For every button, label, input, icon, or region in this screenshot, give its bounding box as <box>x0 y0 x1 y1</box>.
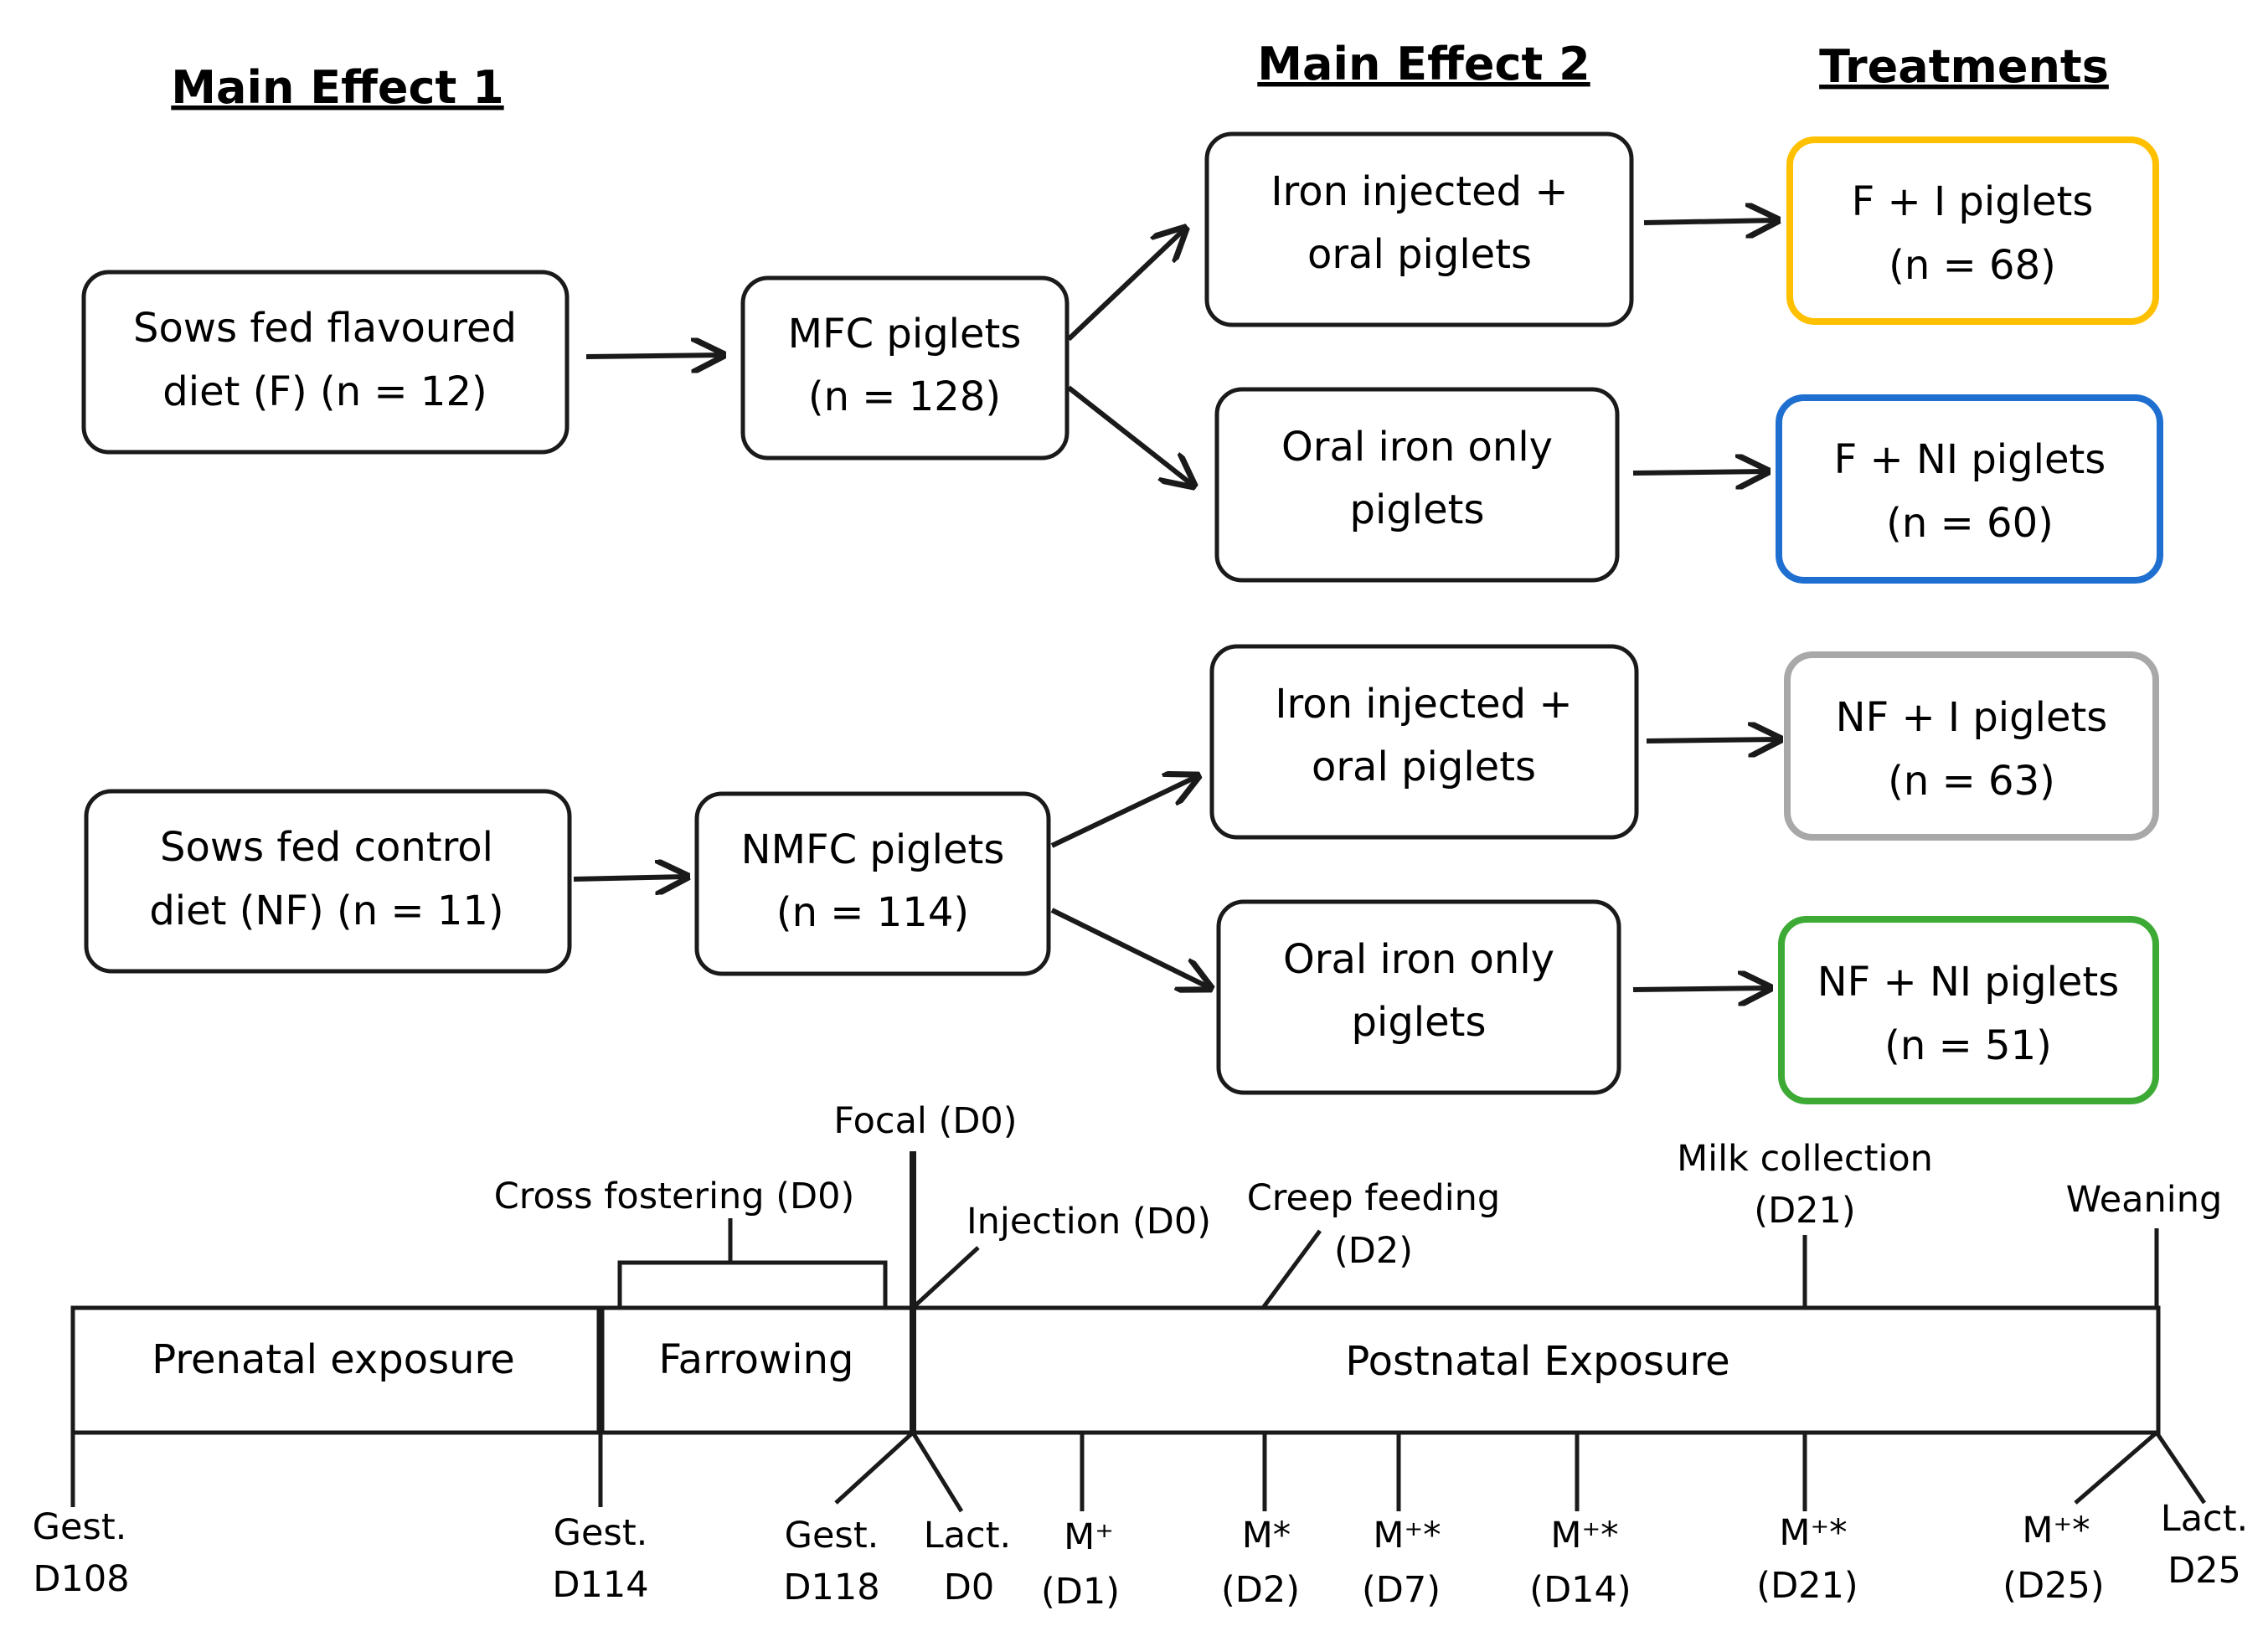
iron-box-f-injected: Iron injected + oral piglets <box>1204 131 1634 327</box>
treatment-box-line2: (n = 68) <box>1889 242 2056 289</box>
treatment-box-line1: NF + I piglets <box>1836 694 2108 741</box>
tick-label: M* <box>1242 1515 1291 1557</box>
litter-box-line2: (n = 114) <box>776 889 969 936</box>
treatment-box-f-ni: F + NI piglets (n = 60) <box>1776 394 2163 584</box>
timeline-bar <box>70 1305 2161 1435</box>
tick-label: M⁺* <box>2022 1510 2090 1551</box>
main-effect-1-header: Main Effect 1 <box>171 61 503 114</box>
iron-box-f-oral: Oral iron only piglets <box>1214 387 1620 583</box>
treatment-box-line1: F + I piglets <box>1852 178 2094 225</box>
tick <box>2074 1431 2158 1505</box>
event-creep-feeding: Creep feeding <box>1247 1177 1500 1219</box>
tick-label: D108 <box>33 1558 129 1600</box>
iron-box-line2: piglets <box>1352 999 1487 1046</box>
tick-label: D0 <box>944 1567 994 1608</box>
tick-label: M⁺* <box>1550 1515 1618 1557</box>
event-cross-fostering: Cross fostering (D0) <box>494 1176 855 1217</box>
sow-box-line2: diet (F) (n = 12) <box>162 368 487 415</box>
treatment-box-line1: F + NI piglets <box>1834 436 2106 483</box>
arrow <box>1067 385 1193 486</box>
treatment-box-line2: (n = 63) <box>1888 758 2055 805</box>
iron-box-nf-injected: Iron injected + oral piglets <box>1209 644 1639 840</box>
arrow <box>1632 988 1770 990</box>
iron-box-line2: oral piglets <box>1312 744 1536 790</box>
sow-box-control: Sows fed control diet (NF) (n = 11) <box>84 789 572 974</box>
main-effect-2-header: Main Effect 2 <box>1257 38 1590 90</box>
creep-feeding-pointer <box>1260 1229 1322 1310</box>
treatment-box-line2: (n = 60) <box>1886 500 2054 547</box>
arrow <box>1646 739 1780 741</box>
tick-label: D118 <box>783 1567 879 1608</box>
tick <box>2154 1431 2207 1505</box>
arrow <box>585 355 723 357</box>
litter-box-mfc: MFC piglets (n = 128) <box>740 275 1070 461</box>
sow-box-line1: Sows fed flavoured <box>133 305 517 352</box>
tick <box>910 1431 964 1513</box>
event-weaning: Weaning <box>2066 1179 2223 1221</box>
tick <box>834 1431 915 1505</box>
tick-label: M⁺ <box>1064 1516 1114 1558</box>
tick-label: Lact. <box>2161 1498 2248 1540</box>
tick-label: Gest. <box>554 1512 648 1554</box>
event-creep-feeding-day: (D2) <box>1334 1230 1413 1272</box>
phase-postnatal: Postnatal Exposure <box>1345 1338 1729 1385</box>
treatment-box-line2: (n = 51) <box>1884 1022 2052 1069</box>
tick-label: (D21) <box>1756 1565 1858 1607</box>
arrow <box>1050 908 1210 988</box>
tick-label: M⁺* <box>1779 1512 1847 1554</box>
cross-fostering-bracket <box>617 1260 888 1308</box>
iron-box-line2: piglets <box>1350 486 1485 533</box>
event-focal: Focal (D0) <box>833 1100 1017 1142</box>
phase-farrowing: Farrowing <box>658 1336 853 1383</box>
flow-arrows <box>573 220 1780 990</box>
tick-label: M⁺* <box>1373 1515 1441 1557</box>
tick-label: (D7) <box>1362 1569 1441 1611</box>
tick-labels: Gest. D108 Gest. D114 Gest. D118 Lact. D… <box>33 1498 2249 1613</box>
arrow <box>1643 220 1777 223</box>
iron-box-nf-oral: Oral iron only piglets <box>1216 899 1621 1095</box>
iron-box-line1: Iron injected + <box>1275 681 1572 728</box>
event-milk-collection: Milk collection <box>1677 1138 1933 1180</box>
sow-box-line1: Sows fed control <box>160 824 493 871</box>
tick-label: Gest. <box>33 1506 127 1548</box>
iron-box-line1: Oral iron only <box>1283 936 1554 983</box>
treatment-box-f-i: F + I piglets (n = 68) <box>1786 136 2159 325</box>
tick-label: (D1) <box>1041 1571 1120 1613</box>
tick-label: (D25) <box>2003 1565 2104 1607</box>
litter-box-line1: MFC piglets <box>788 311 1022 358</box>
treatment-box-line1: NF + NI piglets <box>1817 959 2120 1006</box>
tick-label: Gest. <box>785 1515 879 1557</box>
tick-label: Lact. <box>924 1515 1011 1557</box>
timeline <box>70 1151 2207 1513</box>
treatment-box-nf-ni: NF + NI piglets (n = 51) <box>1778 916 2159 1104</box>
iron-box-line1: Oral iron only <box>1281 424 1553 471</box>
arrow <box>573 877 687 879</box>
event-injection: Injection (D0) <box>966 1201 1211 1243</box>
tick-label: D114 <box>552 1564 648 1606</box>
iron-box-line1: Iron injected + <box>1271 168 1568 215</box>
sow-box-line2: diet (NF) (n = 11) <box>149 888 503 934</box>
phase-prenatal: Prenatal exposure <box>152 1336 515 1383</box>
treatment-box-nf-i: NF + I piglets (n = 63) <box>1784 651 2159 841</box>
litter-box-line2: (n = 128) <box>808 373 1001 420</box>
treatments-header: Treatments <box>1819 40 2109 93</box>
arrow <box>1050 776 1198 848</box>
tick-label: D25 <box>2167 1550 2241 1592</box>
litter-box-nmfc: NMFC piglets (n = 114) <box>694 791 1051 976</box>
sow-box-flavoured: Sows fed flavoured diet (F) (n = 12) <box>81 270 570 455</box>
tick-label: (D14) <box>1529 1569 1631 1611</box>
iron-box-line2: oral piglets <box>1307 231 1532 278</box>
tick-label: (D2) <box>1221 1569 1300 1611</box>
injection-pointer <box>913 1246 980 1308</box>
arrow <box>1066 229 1185 342</box>
arrow <box>1632 471 1767 473</box>
litter-box-line1: NMFC piglets <box>741 826 1005 873</box>
event-milk-collection-day: (D21) <box>1754 1190 1855 1232</box>
